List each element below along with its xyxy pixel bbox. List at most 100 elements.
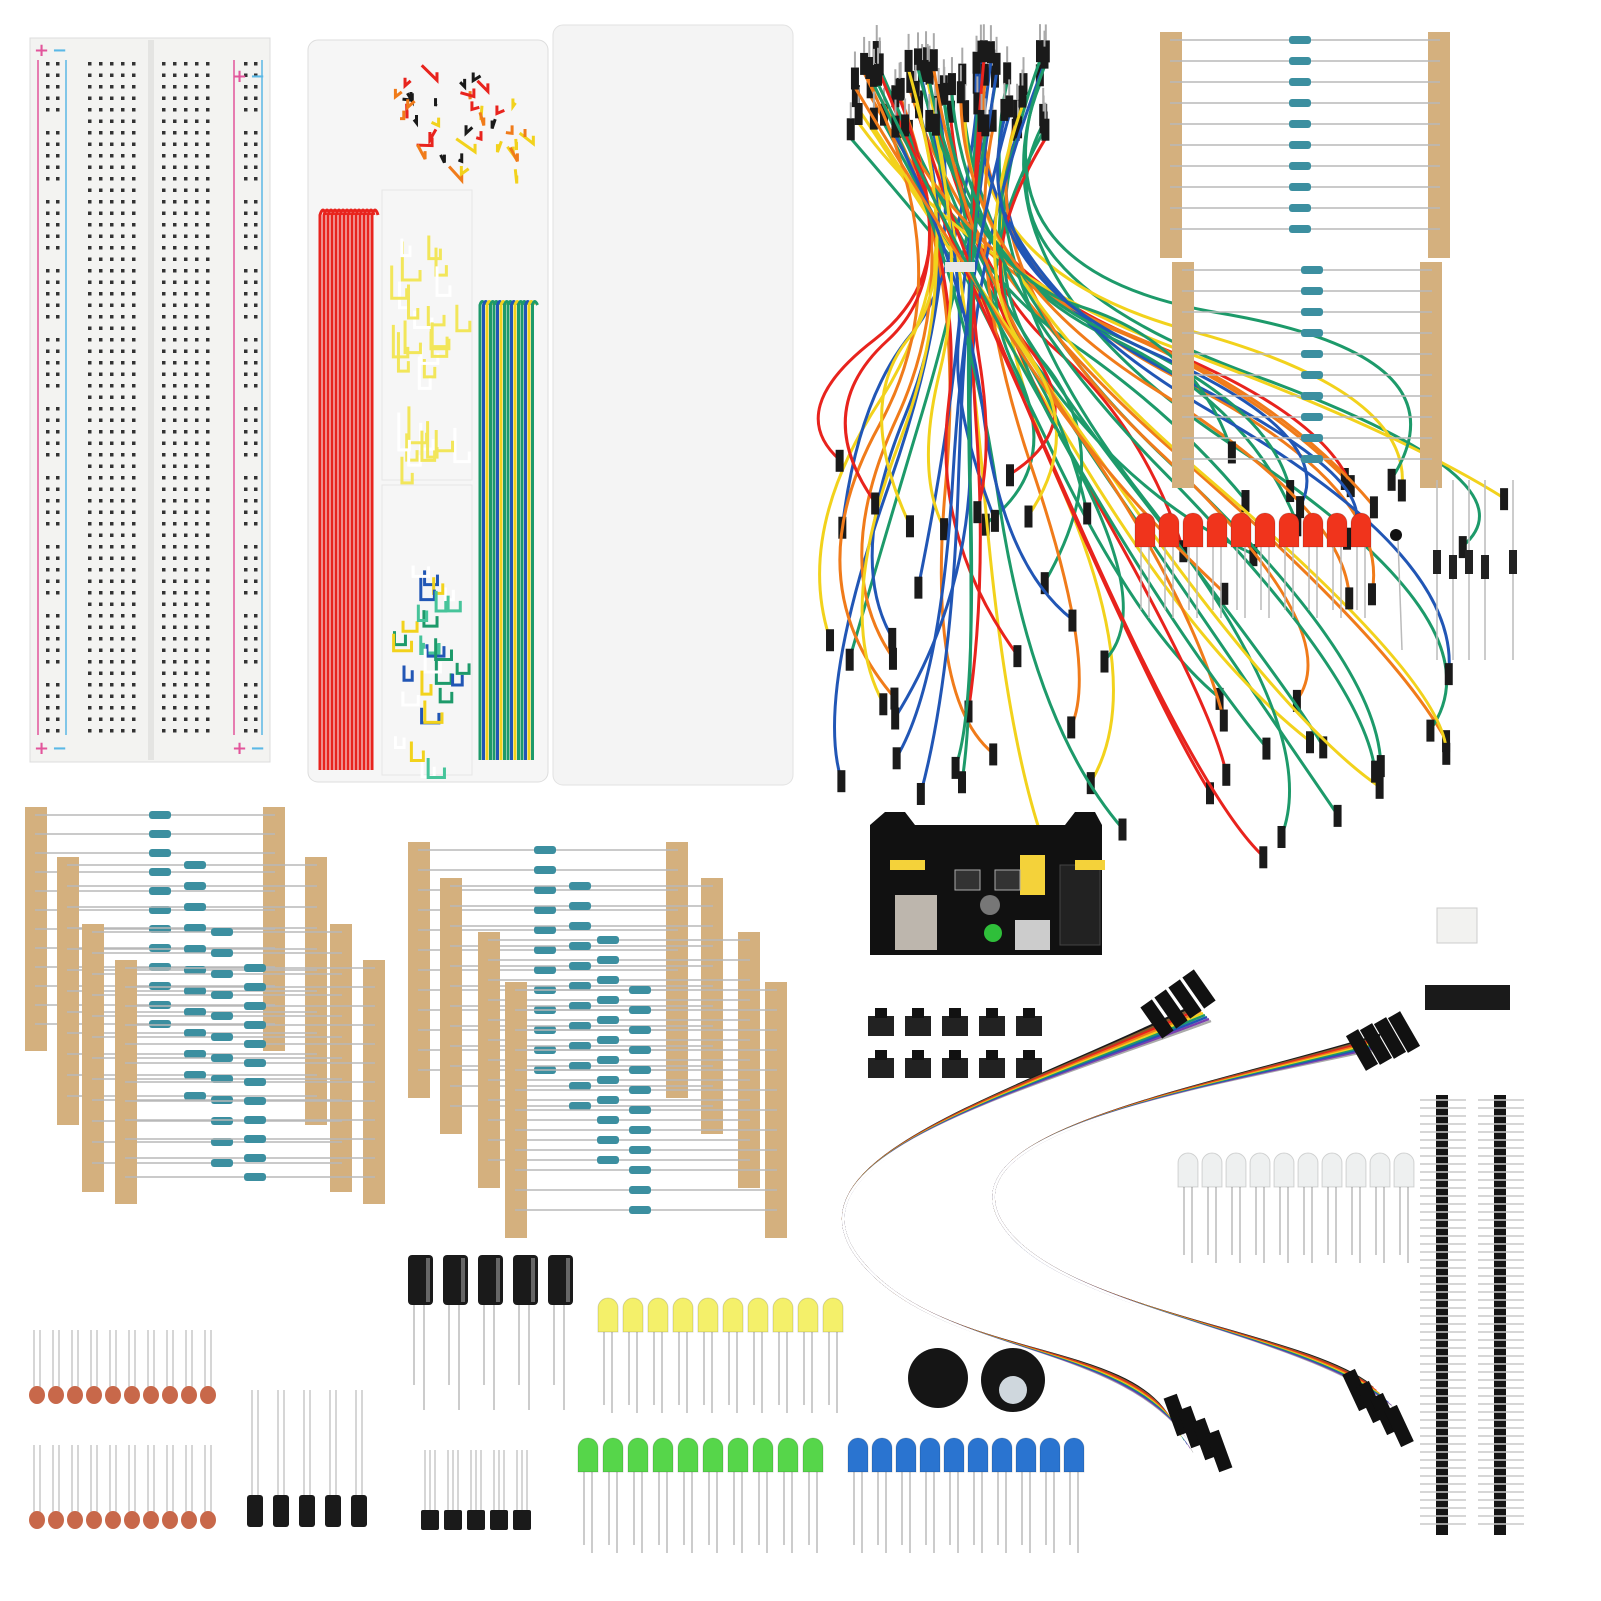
- breadboard-hole: [173, 211, 177, 215]
- breadboard-hole: [206, 142, 210, 146]
- dupont-connector: [940, 518, 949, 541]
- breadboard-hole: [162, 257, 166, 261]
- led-body: [647, 1297, 669, 1333]
- breadboard-hole: [184, 349, 188, 353]
- breadboard-hole: [46, 487, 50, 491]
- dupont-wire: [927, 129, 1325, 748]
- breadboard-hole: [121, 487, 125, 491]
- dupont-connector: [851, 85, 860, 108]
- breadboard-hole: [56, 510, 60, 514]
- resistor-body: [534, 946, 556, 954]
- breadboard-hole: [254, 131, 258, 135]
- short-jumper-wire: [435, 266, 452, 297]
- diode-body: [1433, 550, 1441, 574]
- breadboard-hole: [206, 211, 210, 215]
- breadboard-hole: [56, 591, 60, 595]
- clear-leds: [1177, 1152, 1415, 1263]
- button-base: [979, 1058, 1005, 1078]
- breadboard-hole: [99, 234, 103, 238]
- dupont-connector: [981, 114, 990, 137]
- breadboard-hole: [56, 441, 60, 445]
- breadboard-hole: [56, 648, 60, 652]
- breadboard-hole: [46, 384, 50, 388]
- breadboard-hole: [88, 246, 92, 250]
- breadboard-hole: [56, 683, 60, 687]
- breadboard-hole: [254, 85, 258, 89]
- short-jumper-wire: [459, 78, 467, 91]
- breadboard-hole: [206, 602, 210, 606]
- breadboard-hole: [99, 522, 103, 526]
- breadboard-hole: [195, 62, 199, 66]
- breadboard-hole: [206, 338, 210, 342]
- dupont-connector: [1346, 475, 1355, 498]
- breadboard-hole: [195, 614, 199, 618]
- breadboard-hole: [173, 131, 177, 135]
- breadboard-hole: [244, 694, 248, 698]
- dupont-connector: [1005, 95, 1014, 118]
- dupont-wire: [916, 68, 1299, 525]
- breadboard-hole: [88, 579, 92, 583]
- dupont-connector: [1426, 719, 1435, 742]
- breadboard-hole: [254, 96, 258, 100]
- breadboard-hole: [132, 625, 136, 629]
- breadboard-hole: [88, 131, 92, 135]
- breadboard-hole: [254, 200, 258, 204]
- breadboard-hole: [173, 648, 177, 652]
- short-jumper-wire: [438, 687, 454, 704]
- breadboard-hole: [110, 246, 114, 250]
- breadboard-hole: [88, 510, 92, 514]
- dupont-connector: [871, 492, 880, 515]
- breadboard-hole: [99, 292, 103, 296]
- button-base: [868, 1058, 894, 1078]
- resistor-body: [149, 868, 171, 876]
- breadboard-hole: [162, 154, 166, 158]
- breadboard-hole: [46, 499, 50, 503]
- resistor-body: [1289, 57, 1311, 65]
- breadboard-hole: [110, 349, 114, 353]
- breadboard-hole: [46, 683, 50, 687]
- breadboard-hole: [254, 234, 258, 238]
- breadboard-hole: [110, 441, 114, 445]
- diode-body: [1465, 550, 1473, 574]
- breadboard-hole: [254, 73, 258, 77]
- header-strip: [1494, 1095, 1506, 1535]
- breadboard-hole: [173, 453, 177, 457]
- breadboard-hole: [195, 602, 199, 606]
- breadboard-hole: [132, 683, 136, 687]
- breadboard-hole: [99, 257, 103, 261]
- breadboard-hole: [132, 660, 136, 664]
- breadboard-hole: [56, 292, 60, 296]
- cap-body: [247, 1495, 263, 1527]
- breadboard-hole: [46, 269, 50, 273]
- short-jumper-wire: [426, 757, 446, 780]
- breadboard-hole: [99, 303, 103, 307]
- breadboard-hole: [244, 269, 248, 273]
- dupont-connector: [989, 743, 998, 766]
- breadboard-hole: [132, 338, 136, 342]
- breadboard-hole: [99, 510, 103, 514]
- breadboard-hole: [99, 706, 103, 710]
- breadboard-hole: [121, 326, 125, 330]
- short-jumper-wire: [423, 700, 444, 724]
- breadboard-hole: [173, 545, 177, 549]
- breadboard-hole: [206, 349, 210, 353]
- breadboard-hole: [121, 361, 125, 365]
- breadboard-hole: [195, 407, 199, 411]
- resistor-body: [211, 1054, 233, 1062]
- breadboard-hole: [173, 384, 177, 388]
- resistor-body: [211, 1159, 233, 1167]
- breadboard-hole: [121, 591, 125, 595]
- breadboard-hole: [121, 476, 125, 480]
- breadboard-hole: [110, 85, 114, 89]
- breadboard-hole: [132, 62, 136, 66]
- breadboard-hole: [99, 280, 103, 284]
- breadboard-hole: [254, 269, 258, 273]
- breadboard-hole: [195, 361, 199, 365]
- dupont-connector: [1040, 46, 1049, 69]
- short-jumper-wire: [396, 332, 410, 373]
- breadboard-hole: [46, 556, 50, 560]
- breadboard-hole: [162, 131, 166, 135]
- breadboard-hole: [195, 108, 199, 112]
- breadboard-hole: [121, 131, 125, 135]
- breadboard-hole: [254, 142, 258, 146]
